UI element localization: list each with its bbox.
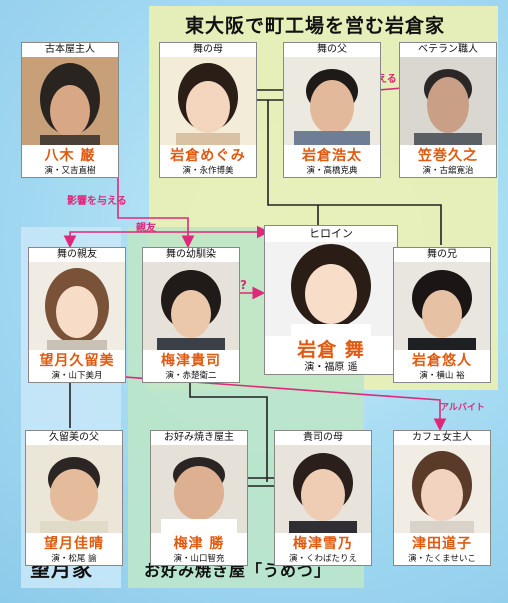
character-name: 梅津 勝 <box>173 536 225 552</box>
portrait-image <box>151 445 247 533</box>
card-kasamaki[interactable]: ベテラン職人 笠巻久之 演・古舘寛治 <box>399 42 497 178</box>
portrait-image <box>400 57 496 145</box>
portrait-image <box>394 262 490 350</box>
character-name: 望月久留美 <box>39 353 115 369</box>
question-label: ? <box>240 278 247 292</box>
character-name: 笠巻久之 <box>418 148 478 164</box>
actor-name: 演・横山 裕 <box>419 371 465 381</box>
role-label: お好み焼き屋主 <box>164 432 234 443</box>
actor-name: 演・たくませいこ <box>408 554 476 564</box>
influence-label: 影響を与える <box>67 196 127 207</box>
role-label: 舞の幼馴染 <box>166 249 216 260</box>
best-friend-arrow <box>63 225 270 249</box>
role-label: 舞の父 <box>317 44 347 55</box>
card-megumi[interactable]: 舞の母 岩倉めぐみ 演・永作博美 <box>159 42 257 178</box>
portrait-image <box>29 262 125 350</box>
actor-name: 演・高橋克典 <box>306 166 358 176</box>
portrait-image <box>160 57 256 145</box>
portrait-image <box>275 445 371 533</box>
role-label: 舞の兄 <box>427 249 457 260</box>
role-label: 古本屋主人 <box>45 44 95 55</box>
actor-name: 演・永作博美 <box>182 166 234 176</box>
role-label: カフェ女主人 <box>412 432 472 443</box>
card-yoshiharu[interactable]: 久留美の父 望月佳晴 演・松尾 諭 <box>25 430 123 566</box>
supports-label: 支える <box>367 74 397 85</box>
portrait-image <box>22 57 118 145</box>
role-label: 久留美の父 <box>49 432 99 443</box>
card-masaru[interactable]: お好み焼き屋主 梅津 勝 演・山口智充 <box>150 430 248 566</box>
role-label: 舞の母 <box>193 44 223 55</box>
card-yuto[interactable]: 舞の兄 岩倉悠人 演・横山 裕 <box>393 247 491 383</box>
actor-name: 演・古舘寛治 <box>422 166 474 176</box>
actor-name: 演・松尾 諭 <box>51 554 97 564</box>
actor-name: 演・くわばたりえ <box>288 554 357 564</box>
card-kota[interactable]: 舞の父 岩倉浩太 演・高橋克典 <box>283 42 381 178</box>
character-name: 梅津雪乃 <box>293 536 353 552</box>
character-name: 梅津貴司 <box>161 353 221 369</box>
card-takashi[interactable]: 舞の幼馴染 梅津貴司 演・赤楚衛二 <box>142 247 240 383</box>
card-michiko[interactable]: カフェ女主人 津田道子 演・たくませいこ <box>393 430 491 566</box>
character-name: 岩倉 舞 <box>297 339 365 361</box>
card-mai[interactable]: ヒロイン 岩倉 舞 演・福原 遥 <box>264 225 398 375</box>
character-name: 八木 巌 <box>44 148 96 164</box>
card-yagi[interactable]: 古本屋主人 八木 巌 演・又吉直樹 <box>21 42 119 178</box>
best-friend-label: 親友 <box>136 223 156 234</box>
iwakura-family-title: 東大阪で町工場を営む岩倉家 <box>185 15 446 37</box>
character-name: 岩倉悠人 <box>412 353 472 369</box>
role-label: 舞の親友 <box>57 249 97 260</box>
actor-name: 演・山下美月 <box>51 371 103 381</box>
character-name: 津田道子 <box>412 536 472 552</box>
portrait-image <box>284 57 380 145</box>
portrait-image <box>394 445 490 533</box>
parents-children-line <box>267 100 442 245</box>
actor-name: 演・福原 遥 <box>304 362 358 373</box>
role-label: ベテラン職人 <box>418 44 478 55</box>
actor-name: 演・又吉直樹 <box>44 166 96 176</box>
portrait-image <box>265 242 397 336</box>
portrait-image <box>26 445 122 533</box>
card-yukino[interactable]: 貴司の母 梅津雪乃 演・くわばたりえ <box>274 430 372 566</box>
character-name: 望月佳晴 <box>44 536 104 552</box>
actor-name: 演・赤楚衛二 <box>165 371 217 381</box>
portrait-image <box>143 262 239 350</box>
card-kurumi[interactable]: 舞の親友 望月久留美 演・山下美月 <box>28 247 126 383</box>
character-name: 岩倉めぐみ <box>170 148 246 164</box>
actor-name: 演・山口智充 <box>173 554 225 564</box>
part-time-label: アルバイト <box>440 403 485 413</box>
role-label: 貴司の母 <box>303 432 343 443</box>
role-label: ヒロイン <box>309 227 353 240</box>
character-name: 岩倉浩太 <box>302 148 362 164</box>
umezu-child-line <box>189 376 268 482</box>
